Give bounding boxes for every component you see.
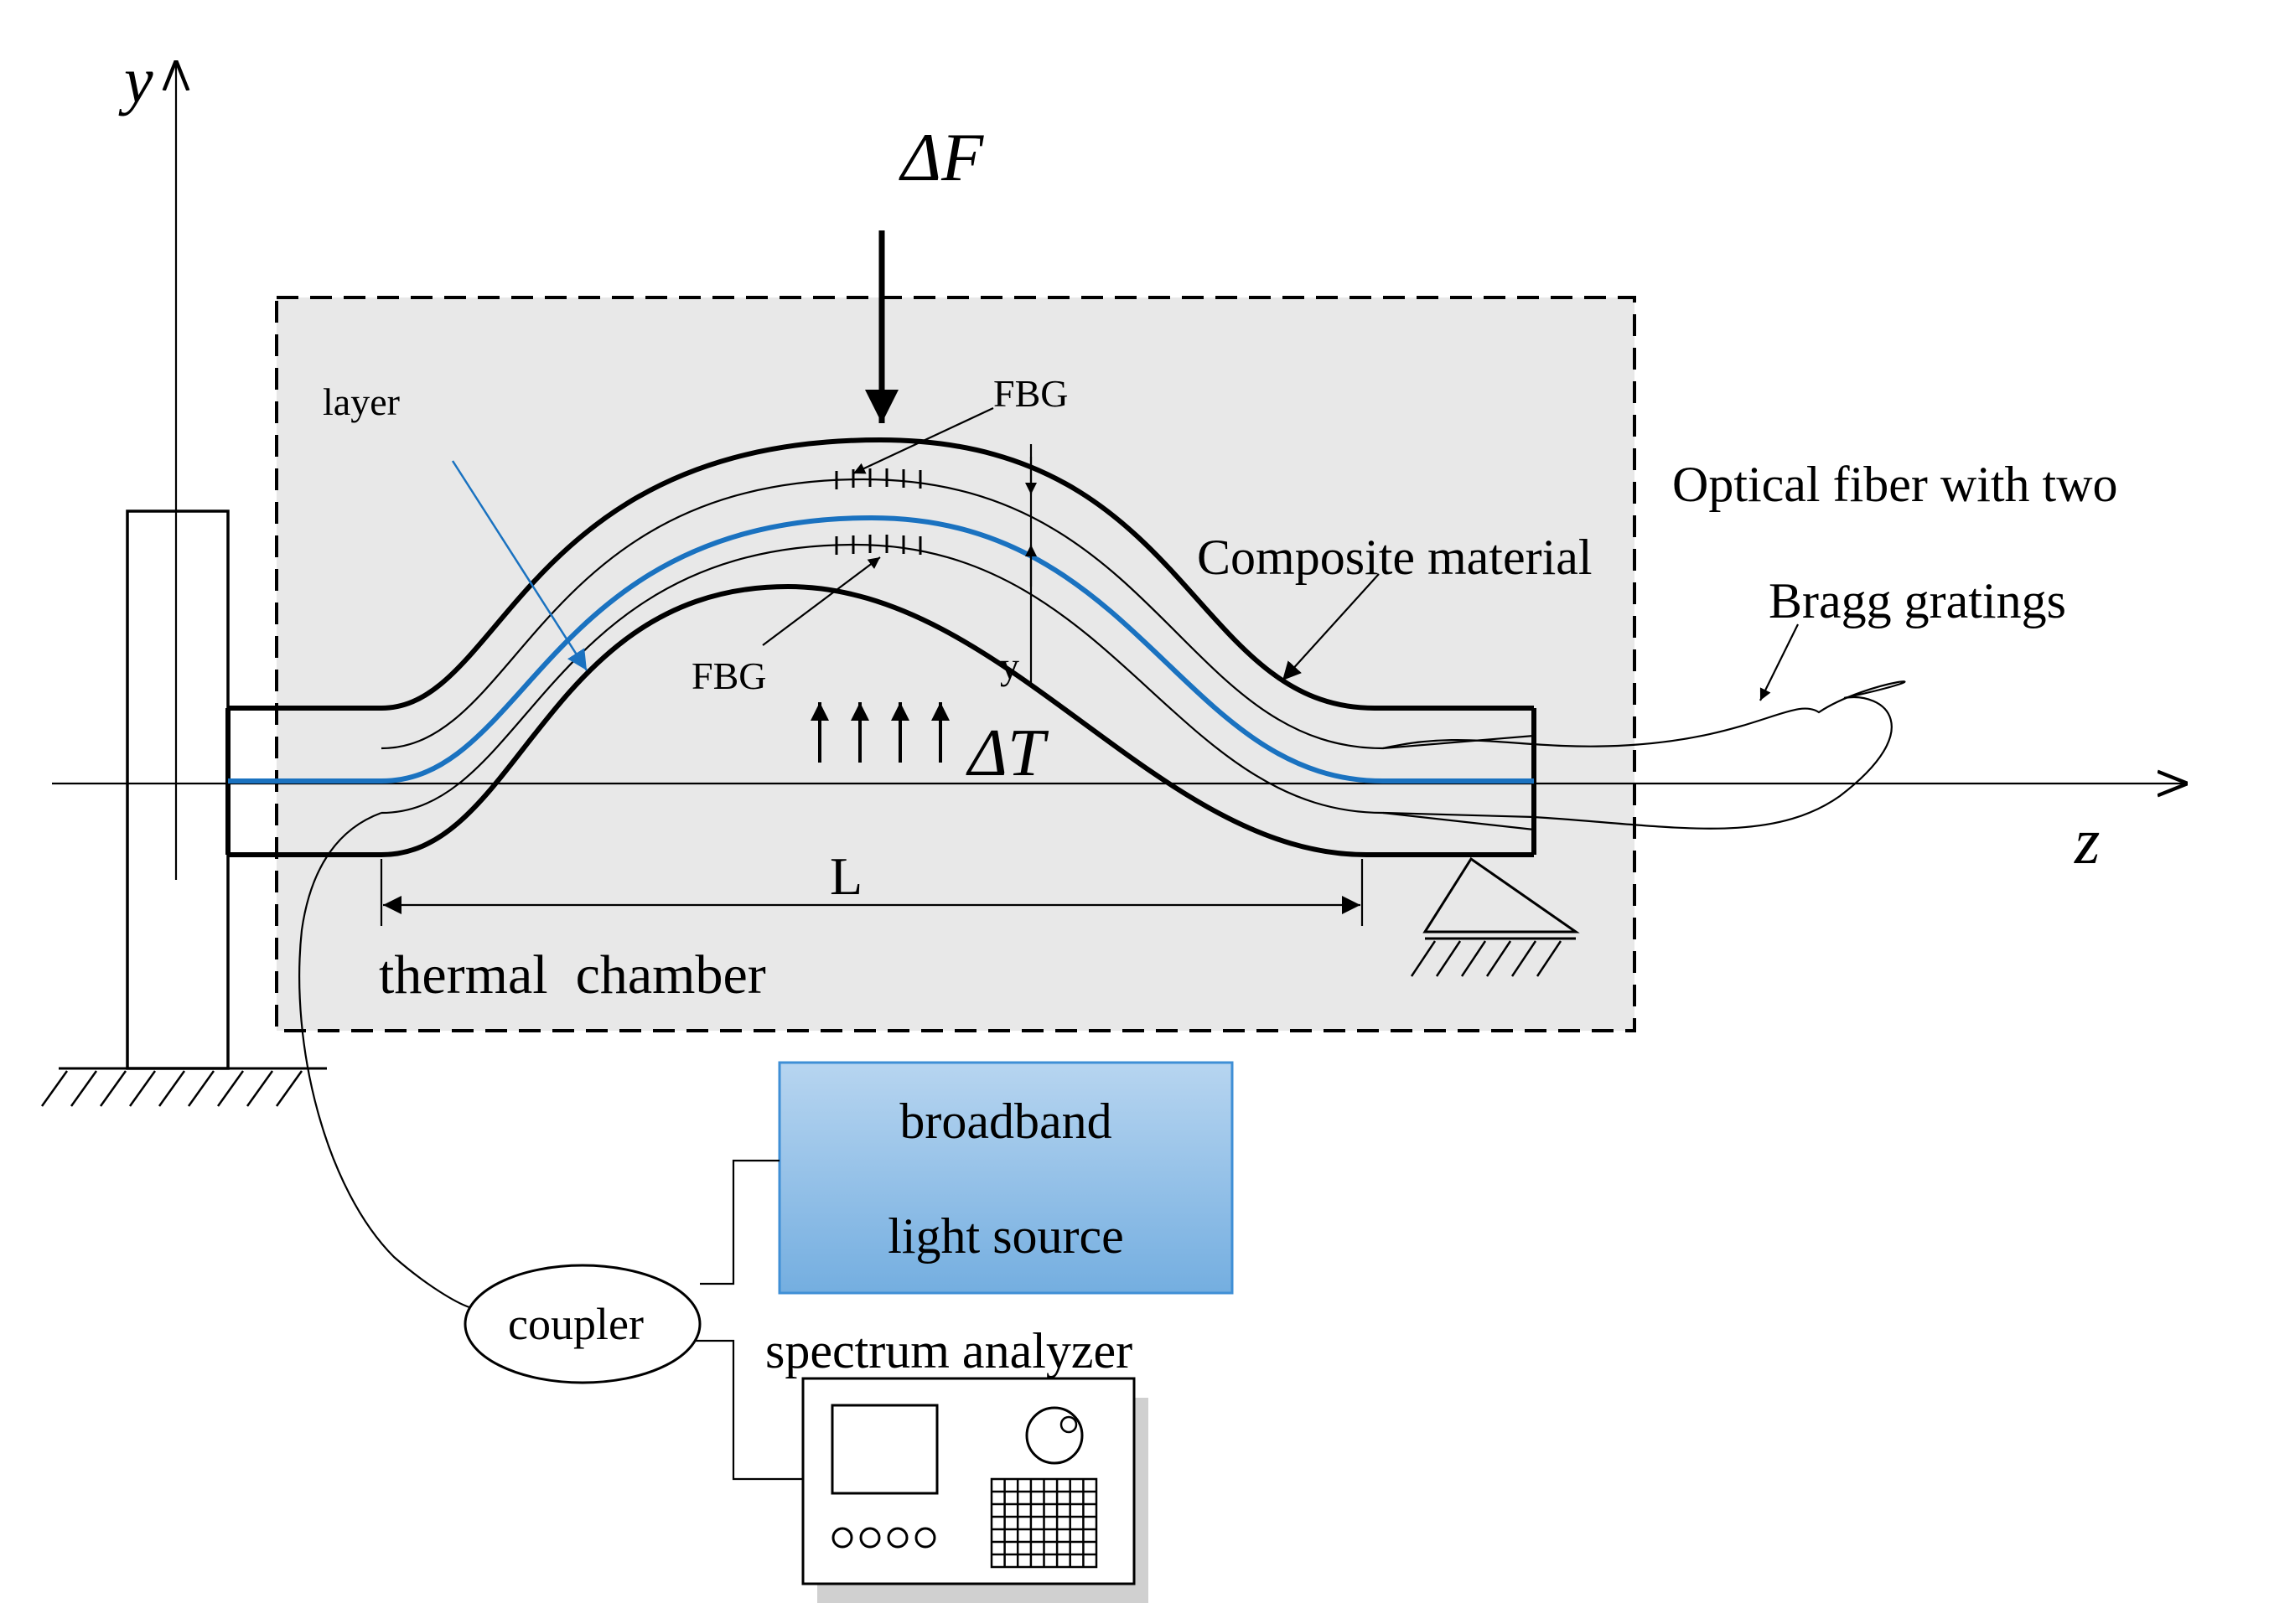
coupler-to-source-wire [700,1159,780,1285]
analyzer-buttons [831,1527,936,1549]
fbg-bottom-label: FBG [692,654,766,697]
optical-fiber-label-line2: Bragg gratings [1769,573,2066,628]
y-axis-label: y [118,44,153,116]
fbg-top-pointer [852,407,994,474]
y-offset-label: y [1000,644,1019,687]
inner-layer-lower [381,543,1535,831]
optical-fiber-core [228,515,1534,784]
fbg-grating-bottom [835,535,922,555]
force-label: ΔF [899,119,984,195]
beam-bottom-edge [228,584,1534,857]
thermal-chamber-box [275,296,1636,1032]
fbg-grating-top [835,468,922,489]
fiber-to-coupler [298,811,470,1309]
fiber-label-pointer [1759,623,1799,701]
roller-support [1422,856,1580,934]
analyzer-keypad [990,1477,1098,1569]
analyzer-knob-dot [1059,1415,1078,1434]
fbg-bottom-pointer [762,556,881,646]
spectrum-analyzer-label: spectrum analyzer [765,1323,1132,1378]
fixed-clamp [126,509,230,1070]
coupler-to-analyzer-wire [696,1339,803,1481]
fbg-top-label: FBG [993,372,1068,415]
layer-pointer [451,460,588,671]
inner-layer-upper [381,478,1535,750]
ground-hatch-right [1410,940,1562,977]
layer-label: layer [323,380,400,423]
thermal-chamber-label: thermal chamber [379,944,766,1006]
broadband-light-source-box [778,1061,1234,1295]
ground-hatch-left [40,1070,303,1107]
temperature-label: ΔT [966,716,1049,790]
composite-material-label: Composite material [1197,530,1593,585]
z-axis-label: z [2074,804,2100,877]
light-source-label-line1: broadband [899,1094,1111,1149]
composite-pointer [1282,573,1380,681]
temperature-arrows [811,702,950,763]
analyzer-knob [1025,1406,1084,1465]
analyzer-screen [831,1404,939,1495]
coupler-label: coupler [508,1299,644,1349]
coupler-ellipse [464,1264,702,1384]
beam-top-edge [228,437,1534,711]
fiber-exit-loop [1382,680,1906,830]
optical-fiber-label-line1: Optical fiber with two [1672,457,2118,512]
light-source-label-line2: light source [888,1208,1124,1264]
length-label: L [830,846,863,906]
